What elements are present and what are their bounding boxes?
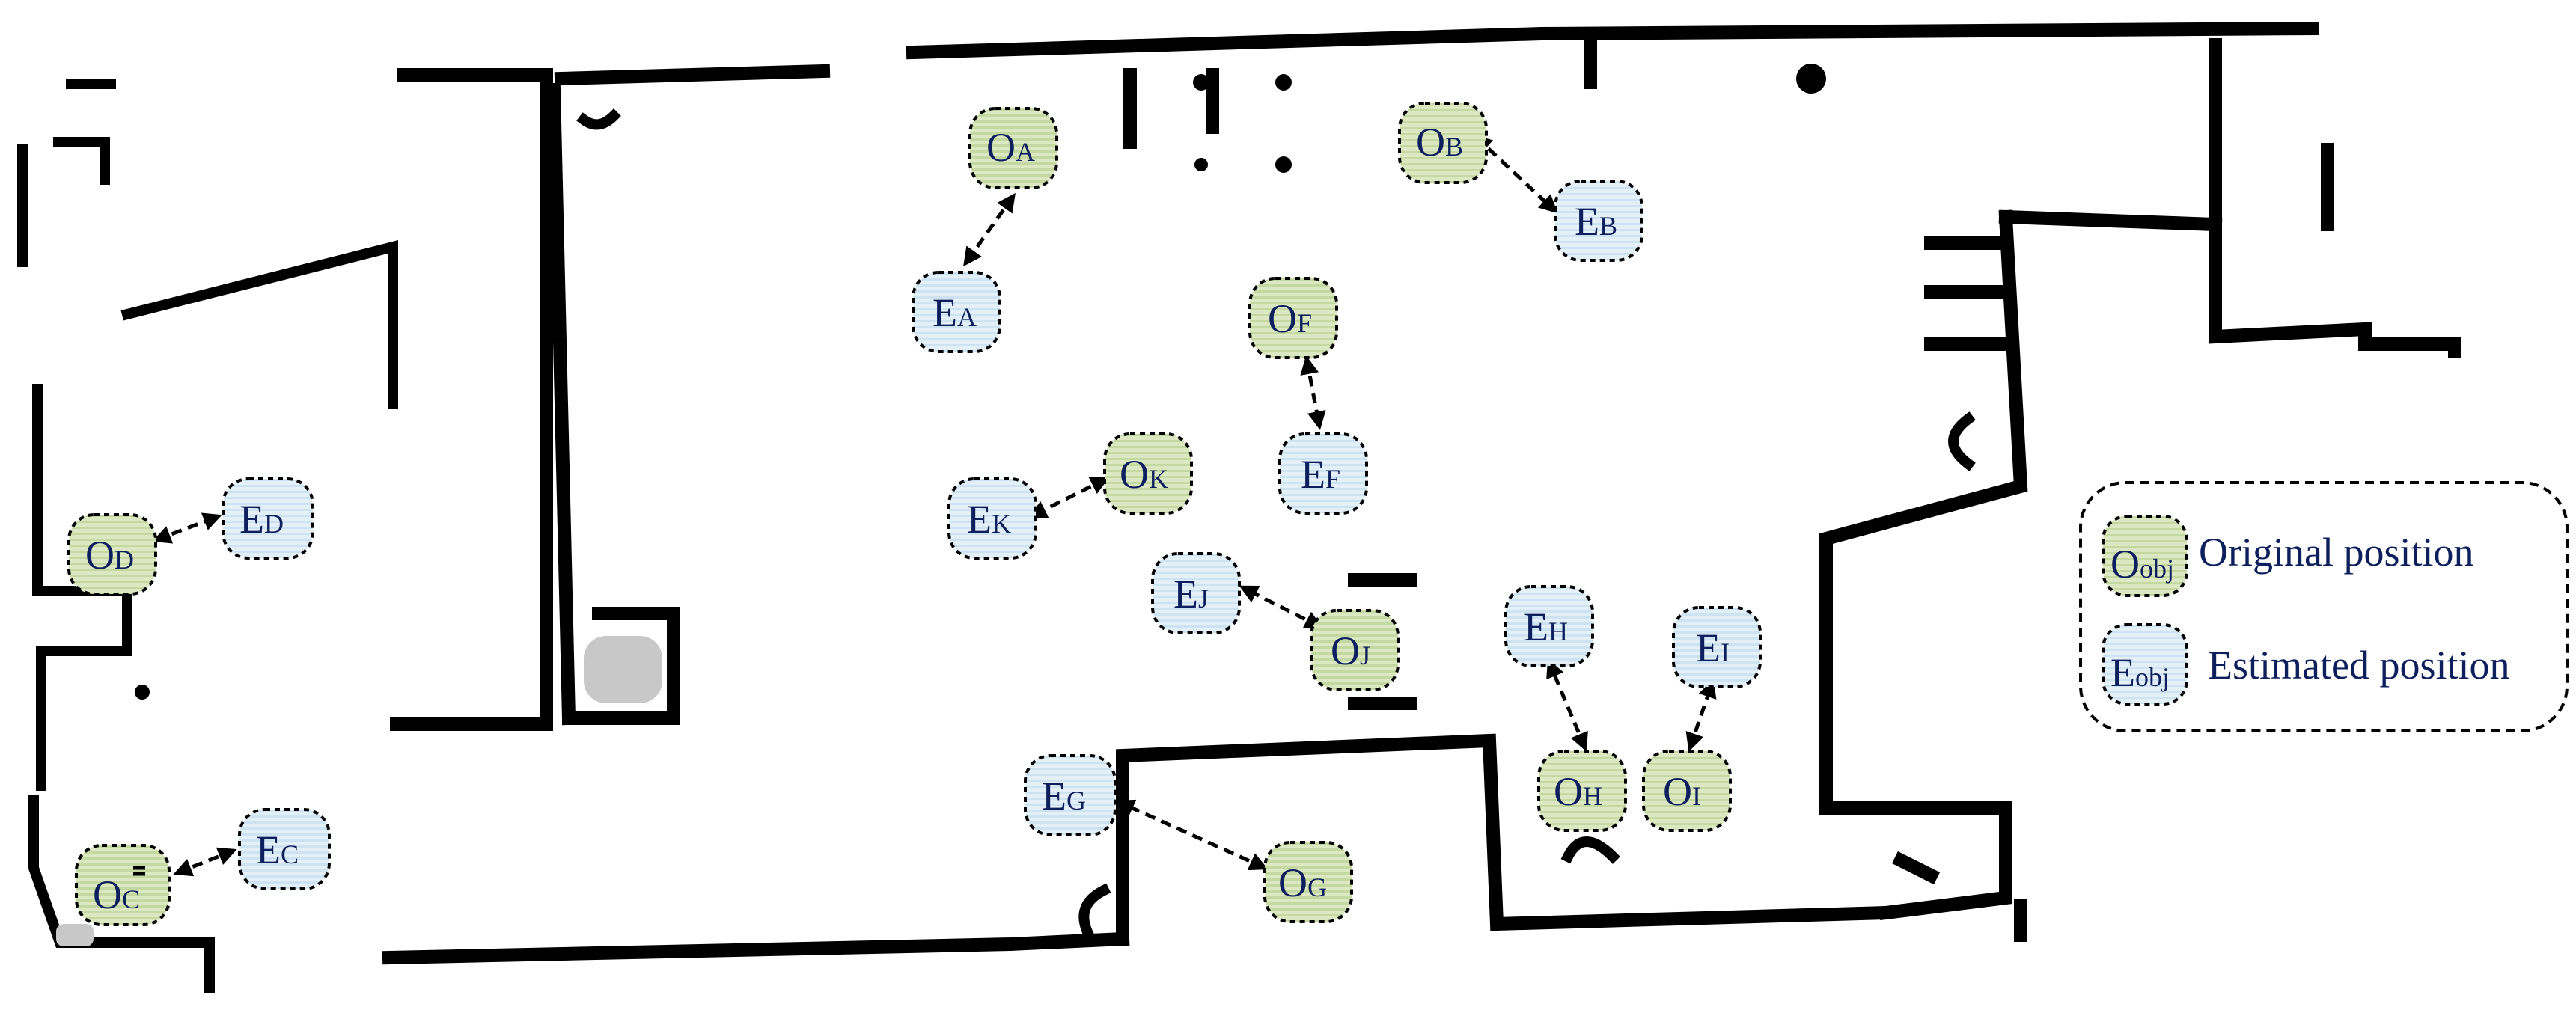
arrow-b <box>1473 134 1558 214</box>
node-estimated-h: EH <box>1504 585 1594 667</box>
svg-text:EG: EG <box>1042 774 1086 818</box>
node-original-k: OK <box>1103 432 1193 515</box>
node-original-i: OI <box>1642 750 1732 832</box>
node-estimated-g: EG <box>1024 754 1117 836</box>
arrow-f <box>1300 355 1326 430</box>
node-original-c: OC <box>75 844 171 926</box>
node-original-d: OD <box>67 513 157 596</box>
node-estimated-d: ED <box>222 477 314 560</box>
svg-text:Oobj: Oobj <box>2110 542 2174 587</box>
node-estimated-b: EB <box>1554 180 1643 262</box>
arrow-g <box>1115 799 1269 871</box>
svg-text:EB: EB <box>1575 199 1617 244</box>
node-estimated-a: EA <box>912 271 1001 353</box>
svg-text:OH: OH <box>1554 769 1602 814</box>
node-original-f: OF <box>1248 277 1338 359</box>
connector-arrows <box>152 134 1717 877</box>
arrow-d <box>152 512 222 544</box>
node-original-b: OB <box>1398 102 1488 184</box>
svg-text:OB: OB <box>1416 120 1463 165</box>
node-estimated-c: EC <box>238 808 331 890</box>
node-original-j: OJ <box>1310 609 1400 691</box>
svg-text:EC: EC <box>256 827 299 872</box>
node-original-g: OG <box>1263 841 1353 923</box>
svg-text:EJ: EJ <box>1173 572 1209 616</box>
legend-label-original: Original position <box>2199 530 2473 575</box>
node-estimated-k: EK <box>947 477 1037 560</box>
arrow-j <box>1239 585 1324 629</box>
legend: Oobj Original position Eobj Estimated po… <box>2079 481 2569 732</box>
svg-text:EI: EI <box>1696 625 1730 670</box>
svg-text:EH: EH <box>1524 605 1568 649</box>
svg-text:EA: EA <box>933 290 977 335</box>
arrow-h <box>1546 658 1588 752</box>
node-estimated-i: EI <box>1672 606 1762 688</box>
svg-text:EF: EF <box>1301 452 1340 497</box>
svg-text:OA: OA <box>986 125 1035 170</box>
arrow-i <box>1685 679 1717 752</box>
node-original-a: OA <box>968 107 1058 189</box>
svg-text:OI: OI <box>1663 769 1701 814</box>
svg-text:OD: OD <box>85 533 134 578</box>
arrow-a <box>963 192 1016 267</box>
node-estimated-f: EF <box>1278 432 1368 515</box>
svg-text:EK: EK <box>967 497 1011 542</box>
svg-text:ED: ED <box>239 497 284 542</box>
arrow-c <box>173 847 237 877</box>
svg-text:OF: OF <box>1268 296 1312 341</box>
svg-text:OG: OG <box>1278 860 1327 905</box>
svg-text:Eobj: Eobj <box>2110 650 2170 695</box>
legend-item-estimated: Eobj Estimated position <box>2102 623 2509 706</box>
svg-text:OJ: OJ <box>1331 628 1370 673</box>
node-original-h: OH <box>1537 750 1627 832</box>
legend-item-original: Oobj Original position <box>2102 515 2473 597</box>
floor-plan-walls <box>17 21 2461 993</box>
svg-text:OC: OC <box>93 872 140 917</box>
svg-text:OK: OK <box>1120 452 1168 497</box>
position-nodes: OA EA OB EB OC EC OD ED <box>67 102 1762 926</box>
arrow-k <box>1028 477 1110 518</box>
legend-label-estimated: Estimated position <box>2208 643 2509 688</box>
node-estimated-j: EJ <box>1151 552 1241 634</box>
